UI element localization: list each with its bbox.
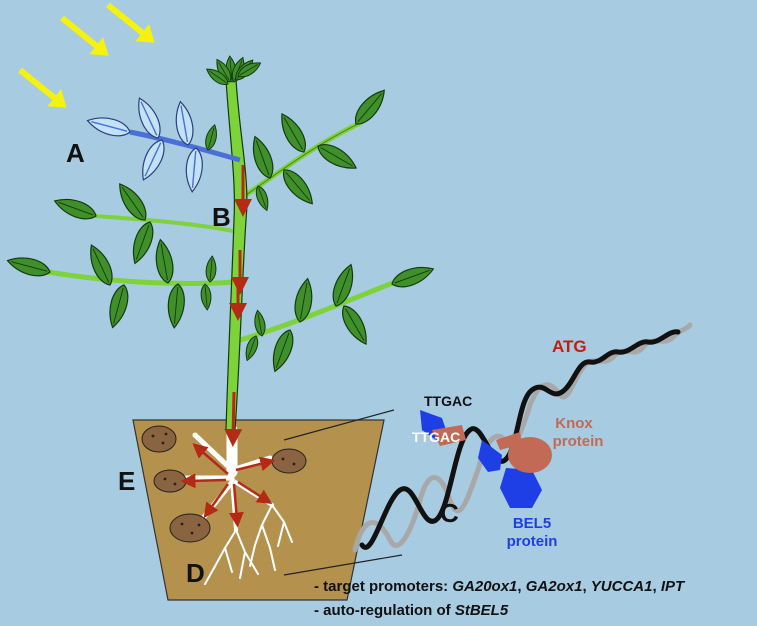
signal-arrows-roots bbox=[180, 443, 276, 528]
dna-helix bbox=[352, 322, 693, 553]
label-e: E bbox=[118, 466, 135, 496]
atg-label: ATG bbox=[552, 337, 587, 356]
sunlight-arrows bbox=[18, 2, 155, 108]
label-a: A bbox=[66, 138, 85, 168]
signal-arrows-stem bbox=[224, 165, 252, 447]
leaves-upper-right bbox=[244, 84, 391, 213]
source-leaf bbox=[84, 94, 241, 194]
target-promoters-note: - target promoters: GA20ox1, GA2ox1, YUC… bbox=[314, 578, 685, 595]
knox-label-2: protein bbox=[553, 433, 604, 450]
ttgac-top-label: TTGAC bbox=[424, 393, 472, 409]
bel5-label-2: protein bbox=[507, 533, 558, 550]
knox-label-1: Knox bbox=[555, 415, 593, 432]
label-b: B bbox=[212, 202, 231, 232]
tubers bbox=[141, 425, 307, 543]
leaves-left bbox=[4, 237, 237, 331]
bel5-label-1: BEL5 bbox=[513, 515, 551, 532]
zoom-lines bbox=[283, 409, 403, 576]
ttgac-mid-label: TTGAC bbox=[412, 429, 460, 445]
main-stem bbox=[225, 79, 248, 431]
auto-regulation-note: - auto-regulation of StBEL5 bbox=[314, 602, 509, 619]
leaves-left-upper bbox=[51, 178, 239, 267]
knox-protein bbox=[432, 425, 552, 473]
leaves-right-lower bbox=[239, 260, 437, 375]
label-c: C bbox=[440, 498, 459, 528]
label-d: D bbox=[186, 558, 205, 588]
pot bbox=[132, 419, 385, 601]
